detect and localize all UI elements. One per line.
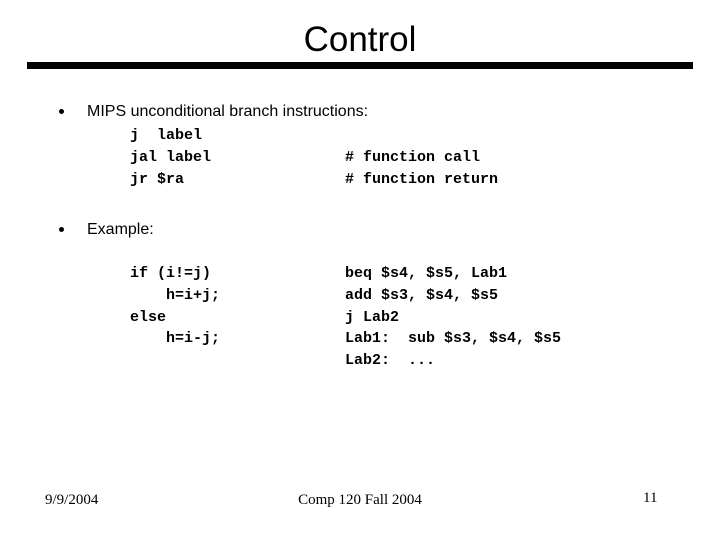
code-block-branch-comments: # function call # function return bbox=[345, 125, 498, 190]
code-line-beq: beq $s4, $s5, Lab1 bbox=[345, 265, 508, 282]
code-line-if: if (i!=j) bbox=[130, 265, 212, 282]
code-block-c-source: if (i!=j) h=i+j; else h=i-j; bbox=[130, 263, 220, 350]
title-rule-divider bbox=[27, 62, 693, 69]
bullet-label-mips-branch: MIPS unconditional branch instructions: bbox=[87, 103, 369, 120]
bullet-label-example: Example: bbox=[87, 221, 154, 238]
code-line-else: else bbox=[130, 308, 167, 326]
bullet-icon bbox=[59, 109, 64, 114]
slide-title: Control bbox=[303, 20, 417, 59]
footer-page-number: 11 bbox=[643, 490, 658, 506]
code-line-j-label: j label bbox=[130, 127, 203, 144]
code-line-add: add $s3, $s4, $s5 bbox=[345, 286, 499, 304]
code-line-jr-ra: jr $ra bbox=[130, 170, 185, 188]
comment-line-function-return: # function return bbox=[345, 170, 499, 188]
code-block-branch-instructions: j label jal label jr $ra bbox=[130, 125, 211, 190]
code-line-h-minus: h=i-j; bbox=[130, 330, 221, 348]
footer-course-title: Comp 120 Fall 2004 bbox=[298, 492, 422, 508]
comment-line-function-call: # function call bbox=[345, 148, 481, 166]
footer-date: 9/9/2004 bbox=[45, 492, 99, 508]
code-line-lab2-dots: Lab2: ... bbox=[345, 352, 436, 370]
code-line-j-lab2: j Lab2 bbox=[345, 308, 400, 326]
comment-line-empty bbox=[345, 125, 498, 147]
code-line-lab1-sub: Lab1: sub $s3, $s4, $s5 bbox=[345, 330, 562, 348]
code-line-h-plus: h=i+j; bbox=[130, 286, 221, 304]
code-line-jal-label: jal label bbox=[130, 148, 212, 166]
bullet-icon bbox=[59, 227, 64, 232]
code-block-mips-assembly: beq $s4, $s5, Lab1 add $s3, $s4, $s5 j L… bbox=[345, 263, 561, 372]
